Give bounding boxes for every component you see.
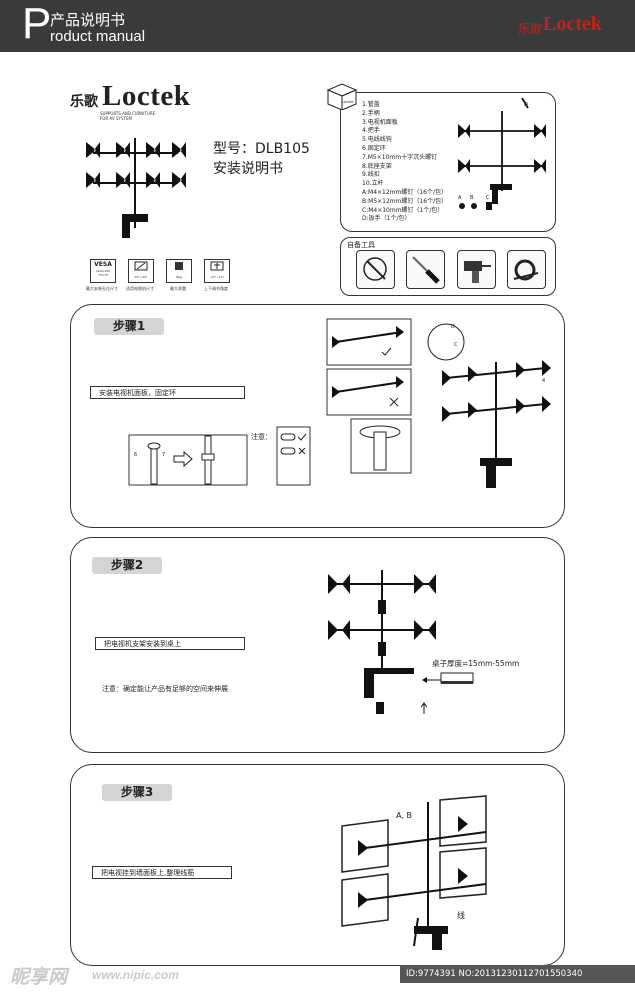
spec-caption: 上下调节角度 — [204, 286, 228, 291]
part-item: D:扳手（1个/包） — [362, 215, 411, 223]
step1-tag: 步骤1 — [94, 318, 164, 335]
drill-icon — [457, 250, 496, 289]
step1-callout: D — [451, 324, 455, 330]
part-item: 6.固定环 — [362, 144, 386, 152]
package-box-icon: Loctek — [326, 83, 358, 110]
step3-panel — [70, 764, 565, 966]
package-box-label: Loctek — [342, 100, 354, 104]
tools-panel — [340, 237, 556, 296]
step2-panel — [70, 537, 565, 753]
step1-callout: 4 — [542, 378, 545, 384]
watermark-site-cn: 昵享网 — [10, 966, 68, 988]
tools-title: 自备工具 — [347, 241, 375, 249]
step2-instruction: 把电视机支架安装到桌上 — [95, 637, 245, 650]
logo-subtitle: SUPPORTS AND FURNITURE — [100, 111, 156, 116]
part-item: 5.电线线钩 — [362, 136, 392, 144]
tape-measure-icon — [507, 250, 546, 289]
step2-desk-mount-figure — [328, 570, 444, 714]
spec-caption: 最大安装孔位尺寸 — [86, 286, 118, 291]
parts-list: 1.管盖 2.手柄 3.电视机面板 4.把手 5.电线线钩 6.固定环 7.M5… — [362, 101, 447, 224]
desk-block-icon — [440, 672, 474, 684]
header-brand-logo: Loctek — [543, 13, 602, 35]
part-item: 1.管盖 — [362, 101, 380, 108]
step1-correct-wrong-diagram — [276, 426, 311, 486]
spec-caption: 适用电视机尺寸 — [126, 286, 154, 291]
product-illustration — [86, 138, 186, 238]
step1-panel-correct-figure — [326, 318, 412, 366]
step2-tag: 步骤2 — [92, 557, 162, 574]
step1-callout: 7 — [162, 452, 165, 458]
step1-callout: 6 — [134, 452, 137, 458]
hardware-label-c: C — [486, 195, 490, 201]
spec-caption: 最大承重 — [170, 286, 186, 291]
part-item: 9.线扣 — [362, 171, 380, 179]
part-item: A:M4×12mm螺钉（16个/包） — [362, 188, 448, 196]
header-big-letter: P — [22, 0, 52, 48]
cutter-icon — [356, 250, 395, 289]
screwdriver-icon — [406, 250, 445, 289]
header-brand-cn: 乐歌 — [518, 22, 543, 36]
watermark-id: ID:9774391 NO:20131230112701550340 — [400, 965, 635, 983]
part-item: B:M5×12mm螺钉（16个/包） — [362, 197, 448, 205]
step3-instruction: 把电视挂到墙面板上,整理线筋 — [92, 866, 232, 879]
desk-thickness-label: 桌子厚度=15mm-55mm — [432, 659, 520, 668]
weight-icon: 8kg — [166, 259, 192, 283]
hardware-label-b: B — [470, 195, 474, 201]
part-item: 4.把手 — [362, 127, 380, 135]
exploded-parts-diagram: A B C D — [458, 97, 546, 210]
hardware-label-a: A — [458, 195, 462, 201]
part-item: 7.M5×10mm十字沉头螺钉 — [362, 153, 438, 161]
logo-subtitle-2: FOR AV SYSTEM — [100, 116, 132, 121]
part-item: C:M4×10mm螺钉（1个/包） — [362, 206, 444, 214]
header-bar — [0, 0, 635, 52]
step1-clamp-detail — [350, 418, 412, 474]
part-item: 8.底座支架 — [362, 162, 392, 170]
parts-list-panel — [340, 92, 556, 232]
step3-label-cable: 线 — [457, 911, 465, 920]
manual-title: 安装说明书 — [213, 161, 283, 177]
screen-size-icon: 10"~24" — [128, 259, 154, 283]
step1-assembly-figure: D C 4 — [427, 323, 551, 488]
step1-panel-wrong-figure — [326, 368, 412, 416]
step3-wall-mount-figure — [341, 795, 487, 950]
step3-label-ab: A, B — [396, 811, 413, 820]
header-title-cn: 产品说明书 — [50, 11, 126, 29]
part-item: 10.立杆 — [362, 180, 384, 188]
step1-note: 注意： — [251, 433, 272, 441]
tilt-icon: -15°~15° — [204, 259, 230, 283]
logo-en: Loctek — [102, 80, 191, 112]
model-number: 型号：DLB105 — [213, 141, 310, 157]
logo-cn: 乐歌 — [70, 94, 98, 110]
part-item: 3.电视机面板 — [362, 118, 398, 126]
header-title-en: roduct manual — [50, 28, 146, 45]
step1-callout: C — [454, 342, 458, 348]
step3-tag: 步骤3 — [102, 784, 172, 801]
watermark-site-en: www.nipic.com — [92, 968, 179, 982]
hardware-label-d: D — [524, 102, 528, 108]
step1-panel — [70, 304, 565, 528]
vesa-spec-icon: VESA 100×100 75×75 — [90, 259, 116, 283]
step1-ring-diagram: 6 7 — [128, 434, 248, 486]
part-item: 2.手柄 — [362, 109, 380, 117]
step2-note: 注意：确定能让产品有足够的空间来伸展 — [102, 685, 228, 693]
step1-instruction: 安装电视机面板，固定环 — [90, 386, 245, 399]
